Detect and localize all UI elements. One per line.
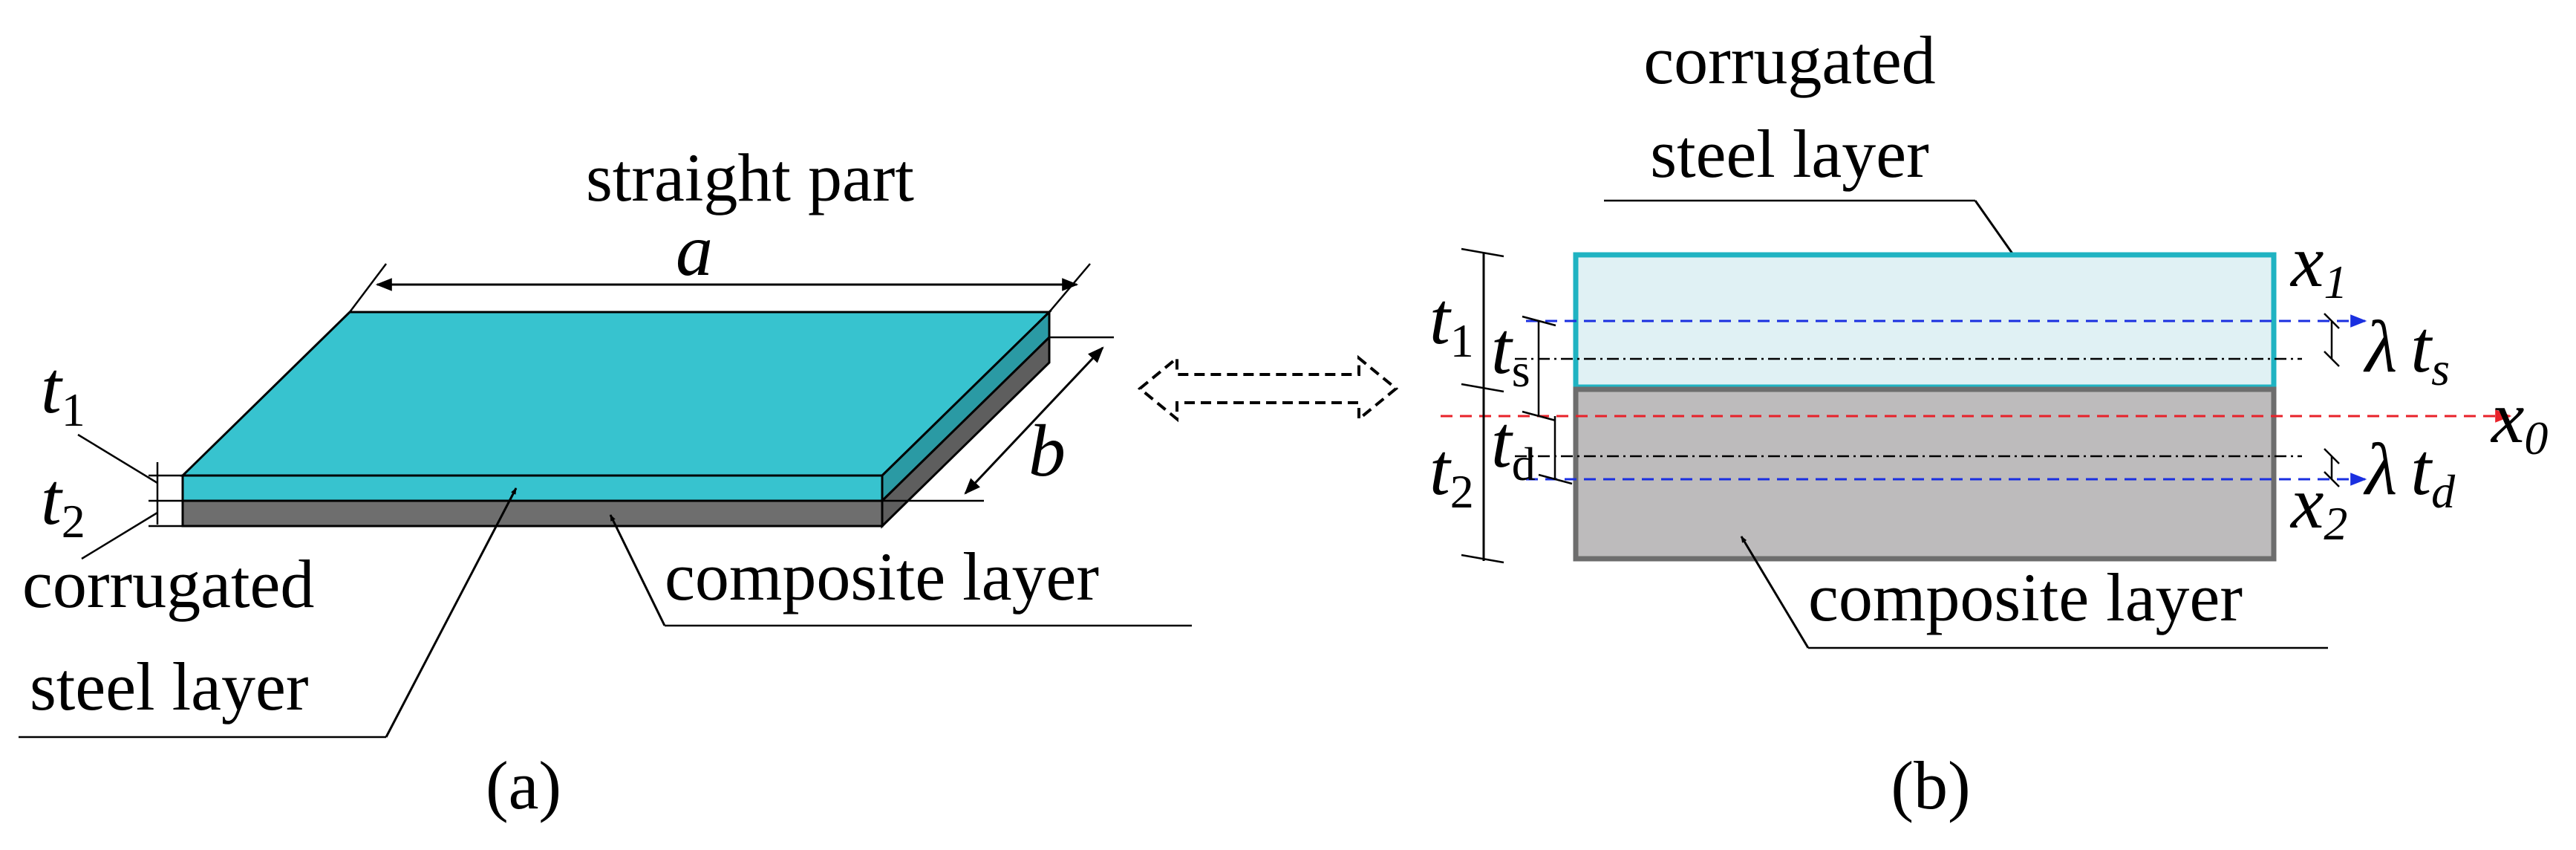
double-arrow-icon [1137, 354, 1399, 423]
composite-layer-section [1573, 386, 2277, 562]
label-composite-b: composite layer [1808, 559, 2243, 635]
label-x2: x2 [2289, 461, 2347, 550]
label-t1-b: t1 [1429, 277, 1474, 367]
dimension-a [349, 263, 1091, 313]
thickness-dims-a [77, 433, 183, 560]
caption-a: (a) [486, 747, 561, 823]
label-straight-part: straight part [586, 140, 914, 215]
label-corrugated-b-line2: steel layer [1650, 116, 1928, 192]
label-t1-a: t1 [41, 346, 85, 436]
label-composite-a: composite layer [665, 539, 1099, 614]
label-corrugated-a-line1: corrugated [22, 546, 314, 622]
label-corrugated-a-line2: steel layer [30, 649, 308, 724]
label-t2-b: t2 [1429, 428, 1474, 518]
label-td: td [1491, 400, 1536, 490]
layered-plate [180, 309, 1052, 529]
leader-composite-a [609, 514, 1192, 627]
leader-composite-b [1740, 536, 2328, 649]
label-x0: x0 [2490, 376, 2548, 464]
panel-b: corrugated steel layer t1 t2 [1429, 22, 2548, 823]
panel-a: straight part a b t1 t2 corrugated steel… [19, 140, 1192, 823]
label-dim-a: a [676, 209, 713, 291]
lambda-offset-dims [2324, 313, 2340, 487]
label-t2-a: t2 [41, 458, 85, 548]
dimension-b [882, 336, 1114, 502]
caption-b: (b) [1891, 747, 1970, 823]
thickness-dims-b [1461, 247, 1573, 564]
label-x1: x1 [2289, 220, 2347, 308]
leader-corrugated-a [19, 487, 518, 739]
steel-layer-front [181, 474, 884, 502]
composite-layer-front [181, 499, 884, 528]
label-dim-b: b [1028, 409, 1066, 492]
label-corrugated-b-line1: corrugated [1643, 22, 1935, 98]
label-ts: ts [1491, 307, 1530, 397]
